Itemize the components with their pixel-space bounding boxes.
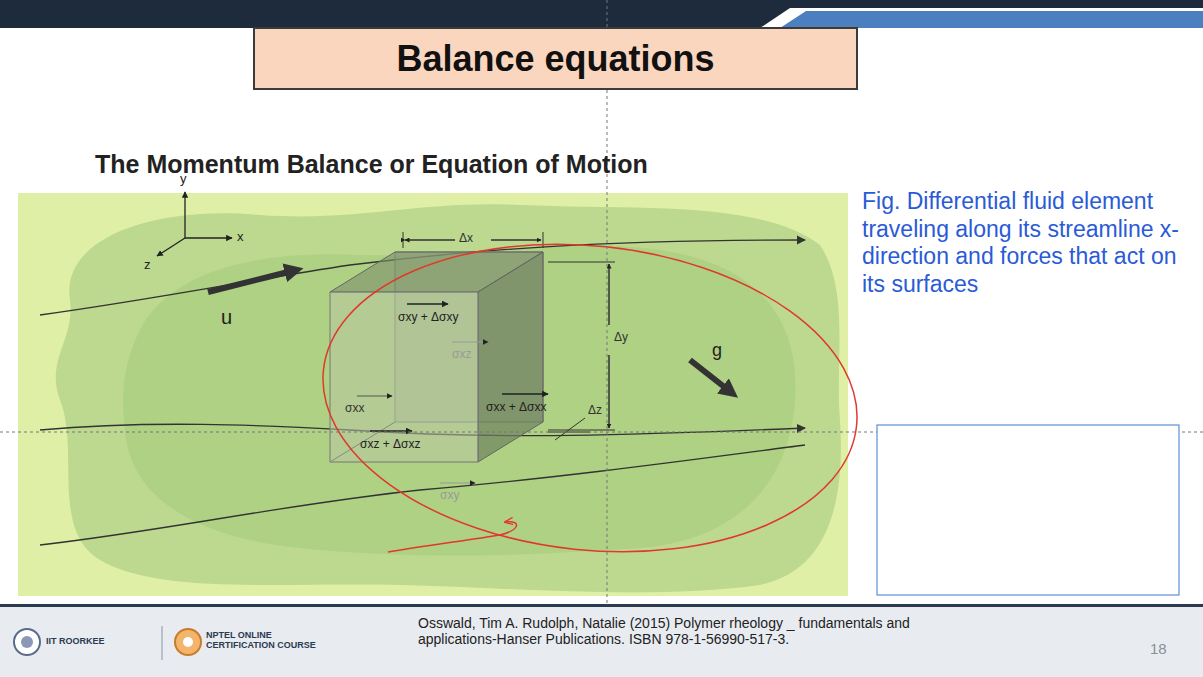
top-bar-stripe <box>760 8 1203 28</box>
gravity-arrow <box>690 360 732 393</box>
stress-label: σxy + Δσxy <box>398 311 459 325</box>
streamline <box>40 240 805 315</box>
institute-name: IIT ROORKEE <box>46 636 105 646</box>
figure-caption: Fig. Differential fluid element travelin… <box>862 188 1192 298</box>
axis-label: x <box>237 230 244 245</box>
stress-arrow <box>407 303 448 304</box>
axis-label: z <box>144 258 151 273</box>
footer-line <box>0 604 1203 607</box>
gravity-label: g <box>712 340 722 361</box>
annotation-ellipse <box>308 219 873 577</box>
stress-label: σxx <box>345 402 364 416</box>
annotation-stroke <box>388 522 516 552</box>
fluid-element-cube <box>330 252 543 462</box>
axis-label: y <box>180 172 187 187</box>
dimension-label: Δz <box>588 404 602 418</box>
empty-box <box>877 425 1179 595</box>
top-bar-band <box>780 11 1203 28</box>
stress-arrow <box>502 393 548 394</box>
stress-arrow <box>370 430 412 431</box>
stress-arrow <box>452 341 488 342</box>
velocity-label: u <box>221 306 232 329</box>
course-name: NPTEL ONLINE CERTIFICATION COURSE <box>206 630 316 651</box>
subtitle: The Momentum Balance or Equation of Moti… <box>95 150 648 179</box>
reference-text: Osswald, Tim A. Rudolph, Natalie (2015) … <box>418 615 958 647</box>
title-box: Balance equations <box>253 27 858 90</box>
fluid-field <box>18 193 848 596</box>
fluid-blob <box>56 204 841 592</box>
y-axis <box>184 192 185 238</box>
stress-label: σxz <box>452 348 471 362</box>
iit-logo <box>14 629 40 655</box>
dimension-label: Δx <box>459 232 473 246</box>
nptel-logo <box>175 629 201 655</box>
guide-line <box>607 0 608 677</box>
top-bar <box>0 0 1203 28</box>
footer-bar <box>0 606 1203 677</box>
nptel-logo <box>183 637 193 647</box>
z-axis <box>157 238 185 256</box>
stress-label: σxx + Δσxx <box>486 401 547 415</box>
slide-title: Balance equations <box>396 38 714 80</box>
stress-label: σxy <box>440 489 459 503</box>
dimension-label: Δy <box>614 331 628 345</box>
velocity-arrow <box>208 270 296 292</box>
fluid-core <box>123 245 795 556</box>
page-number: 18 <box>1150 640 1167 657</box>
x-axis <box>185 237 232 238</box>
stress-arrow <box>440 482 475 483</box>
stress-arrow <box>357 395 392 396</box>
stress-label: σxz + Δσxz <box>360 438 421 452</box>
footer-divider <box>162 626 163 660</box>
iit-logo <box>21 636 33 648</box>
